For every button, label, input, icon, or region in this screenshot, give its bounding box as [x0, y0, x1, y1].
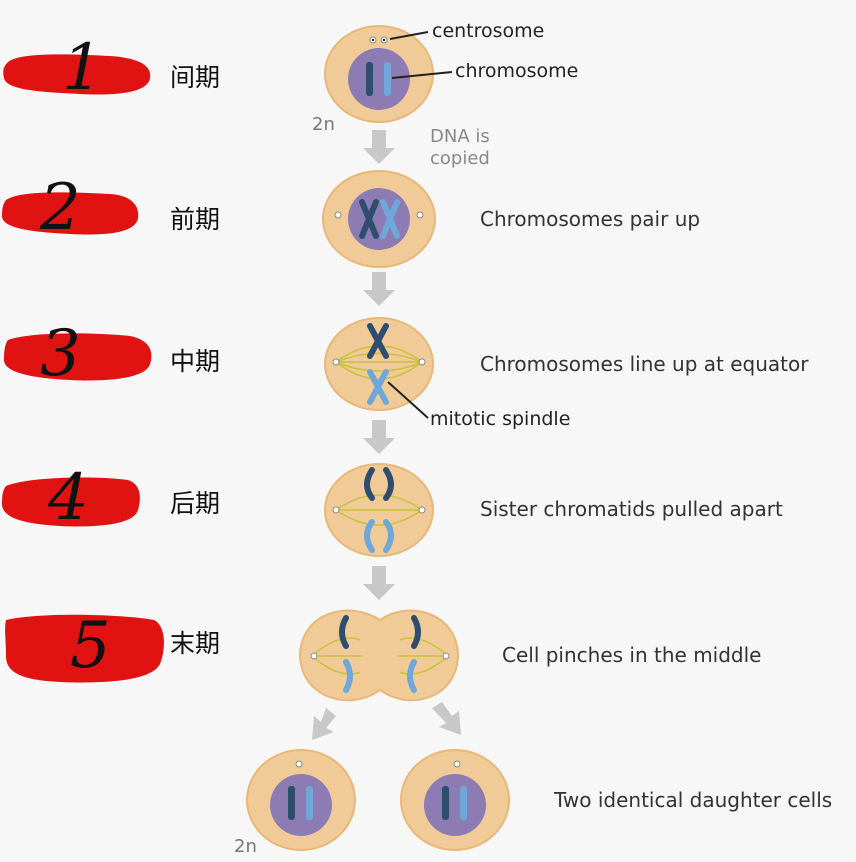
chromosome-callout: chromosome: [455, 60, 579, 82]
metaphase-cell: [324, 317, 434, 419]
stage-label-interphase: 间期: [170, 63, 221, 92]
ploidy-bottom: 2n: [234, 836, 257, 857]
dna-note: DNA is copied: [430, 126, 490, 170]
desc-telophase: Cell pinches in the middle: [502, 643, 762, 667]
stage-number-2: 2: [40, 171, 81, 245]
desc-anaphase: Sister chromatids pulled apart: [480, 497, 783, 521]
spindle-fibers: [335, 494, 423, 526]
arrow-2: [363, 272, 395, 306]
anaphase-cell: [324, 463, 434, 557]
arrow-4: [363, 566, 395, 600]
stage-label-anaphase: 后期: [170, 489, 221, 518]
desc-prophase: Chromosomes pair up: [480, 207, 701, 231]
ploidy-top: 2n: [312, 114, 335, 135]
red-mark-3: [4, 333, 152, 381]
prophase-cell: [322, 170, 436, 268]
arrow-5: [312, 708, 336, 740]
desc-daughters: Two identical daughter cells: [554, 788, 833, 812]
red-mark-4: [2, 477, 140, 527]
stage-number-4: 4: [48, 461, 89, 535]
red-mark-2: [2, 192, 139, 235]
interphase-cell: [324, 25, 453, 123]
arrow-6: [432, 702, 461, 735]
stage-label-metaphase: 中期: [170, 347, 221, 376]
centrosome-icon: [369, 36, 388, 44]
daughter-cell-right: [400, 749, 510, 851]
red-marks: [2, 54, 164, 683]
red-mark-1: [3, 54, 151, 95]
centrosome-callout: centrosome: [432, 20, 545, 42]
spindle-callout: mitotic spindle: [430, 408, 571, 430]
stage-number-3: 3: [40, 317, 81, 391]
dna-note-line2: copied: [430, 148, 490, 169]
daughter-cell-left: [246, 749, 356, 851]
telophase-cell: [298, 609, 460, 702]
red-mark-5: [5, 614, 164, 683]
desc-metaphase: Chromosomes line up at equator: [480, 352, 809, 376]
stage-label-telophase: 末期: [170, 629, 221, 658]
dna-note-line1: DNA is: [430, 126, 490, 147]
arrow-1: [363, 130, 395, 164]
arrows: [312, 130, 461, 740]
stage-number-5: 5: [70, 609, 111, 683]
stage-label-prophase: 前期: [170, 205, 221, 234]
stage-number-1: 1: [62, 31, 103, 105]
arrow-3: [363, 420, 395, 454]
